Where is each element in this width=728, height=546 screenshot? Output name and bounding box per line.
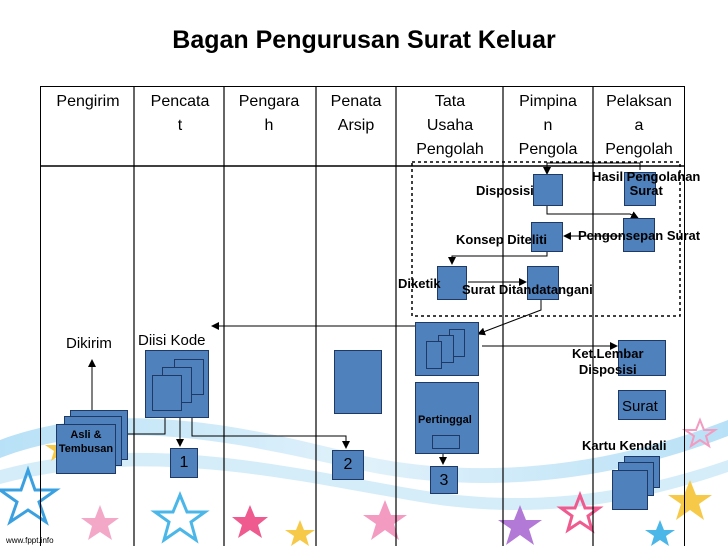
column-header-tata-usaha: Tata Usaha Pengolah	[416, 93, 484, 158]
column-header-pengirim: Pengirim	[56, 93, 120, 110]
column-header-pelaksana: Pelaksan a Pengolah	[605, 93, 673, 158]
penata-arsip-box	[334, 350, 382, 414]
file-number-2: 2	[332, 450, 364, 480]
ket-lembar-disposisi-label: Ket.Lembar Disposisi	[572, 346, 644, 377]
file-number-1: 1	[170, 448, 198, 478]
surat-ditandatangani-label: Surat Ditandatangani	[462, 282, 593, 297]
ditandatangani-box	[527, 266, 559, 300]
konsep-diteliti-box	[531, 222, 563, 252]
column-header-pencatat: Pencata t	[150, 93, 210, 134]
file-number-3: 3	[430, 466, 458, 494]
column-header-pengarah: Pengara h	[238, 93, 300, 134]
diketik-label: Diketik	[398, 276, 441, 291]
asli-tembusan-label: Asli & Tembusan	[58, 429, 114, 455]
page-title: Bagan Pengurusan Surat Keluar	[172, 26, 556, 54]
pengonsepan-box	[623, 218, 655, 252]
disposisi-box	[533, 174, 563, 206]
pengonsepan-surat-label: Pengonsepan Surat	[578, 228, 701, 243]
surat-label: Surat	[622, 398, 658, 415]
pencatat-stack-box	[145, 350, 209, 418]
swimlane-frame	[40, 86, 685, 546]
column-header-penata-arsip: Penata Arsip	[330, 93, 382, 134]
hasil-pengolahan-label: Hasil Pengolahan Surat	[592, 169, 701, 198]
footer-url: www.fppt.info	[6, 536, 54, 545]
kartu-kendali-card-3	[612, 470, 648, 510]
pertinggal-label: Pertinggal	[418, 414, 472, 426]
star-icon	[0, 417, 719, 546]
dikirim-label: Dikirim	[66, 335, 112, 352]
surat-box	[618, 390, 666, 420]
column-header-pimpinan: Pimpina n Pengola	[518, 93, 578, 158]
asli-tembusan-box	[56, 424, 116, 474]
ket-lembar-disposisi-box	[618, 340, 666, 376]
konsep-diteliti-label: Konsep Diteliti	[456, 232, 548, 247]
pertinggal-box	[415, 382, 479, 454]
kartu-kendali-label: Kartu Kendali	[582, 438, 667, 453]
diketik-box	[437, 266, 467, 300]
diisi-kode-label: Diisi Kode	[138, 332, 206, 349]
tata-usaha-stack-box	[415, 322, 479, 376]
disposisi-label: Disposisi	[476, 183, 534, 198]
hasil-pengolahan-box	[624, 172, 656, 206]
